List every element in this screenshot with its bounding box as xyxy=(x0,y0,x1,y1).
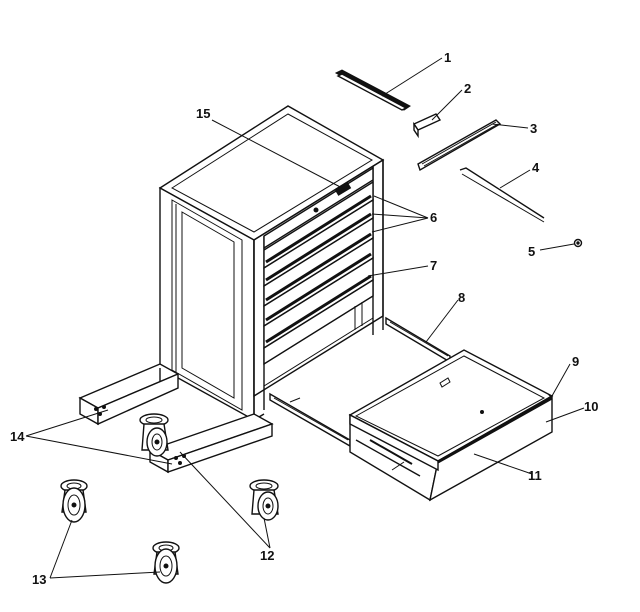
part-3-rail xyxy=(417,119,502,172)
callout-4: 4 xyxy=(532,160,540,175)
callout-3: 3 xyxy=(530,121,537,136)
callout-6: 6 xyxy=(430,210,437,225)
caster-rear-right xyxy=(152,541,180,584)
cabinet-drawers xyxy=(263,180,374,387)
callout-12: 12 xyxy=(260,548,274,563)
caster-front-left xyxy=(139,413,169,457)
open-drawer xyxy=(348,349,554,502)
part-4-rod xyxy=(459,167,545,223)
callout-7: 7 xyxy=(430,258,437,273)
callout-11: 11 xyxy=(528,468,542,483)
part-2-bracket xyxy=(412,113,442,139)
cabinet-base xyxy=(78,363,274,474)
callout-14: 14 xyxy=(10,429,25,444)
part-1-strip xyxy=(334,69,411,111)
caster-rear-left xyxy=(60,479,88,523)
part-5-screw xyxy=(573,238,583,248)
callout-1: 1 xyxy=(444,50,451,65)
callout-5: 5 xyxy=(528,244,535,259)
caster-front-right xyxy=(249,479,279,521)
callout-8: 8 xyxy=(458,290,465,305)
callout-labels: 1 2 3 4 5 6 7 8 9 10 11 12 13 14 15 xyxy=(10,50,598,587)
callout-9: 9 xyxy=(572,354,579,369)
callout-13: 13 xyxy=(32,572,46,587)
callout-2: 2 xyxy=(464,81,471,96)
drawer-slides xyxy=(269,316,451,448)
leader-lines xyxy=(25,57,585,579)
callout-15: 15 xyxy=(196,106,210,121)
callout-10: 10 xyxy=(584,399,598,414)
